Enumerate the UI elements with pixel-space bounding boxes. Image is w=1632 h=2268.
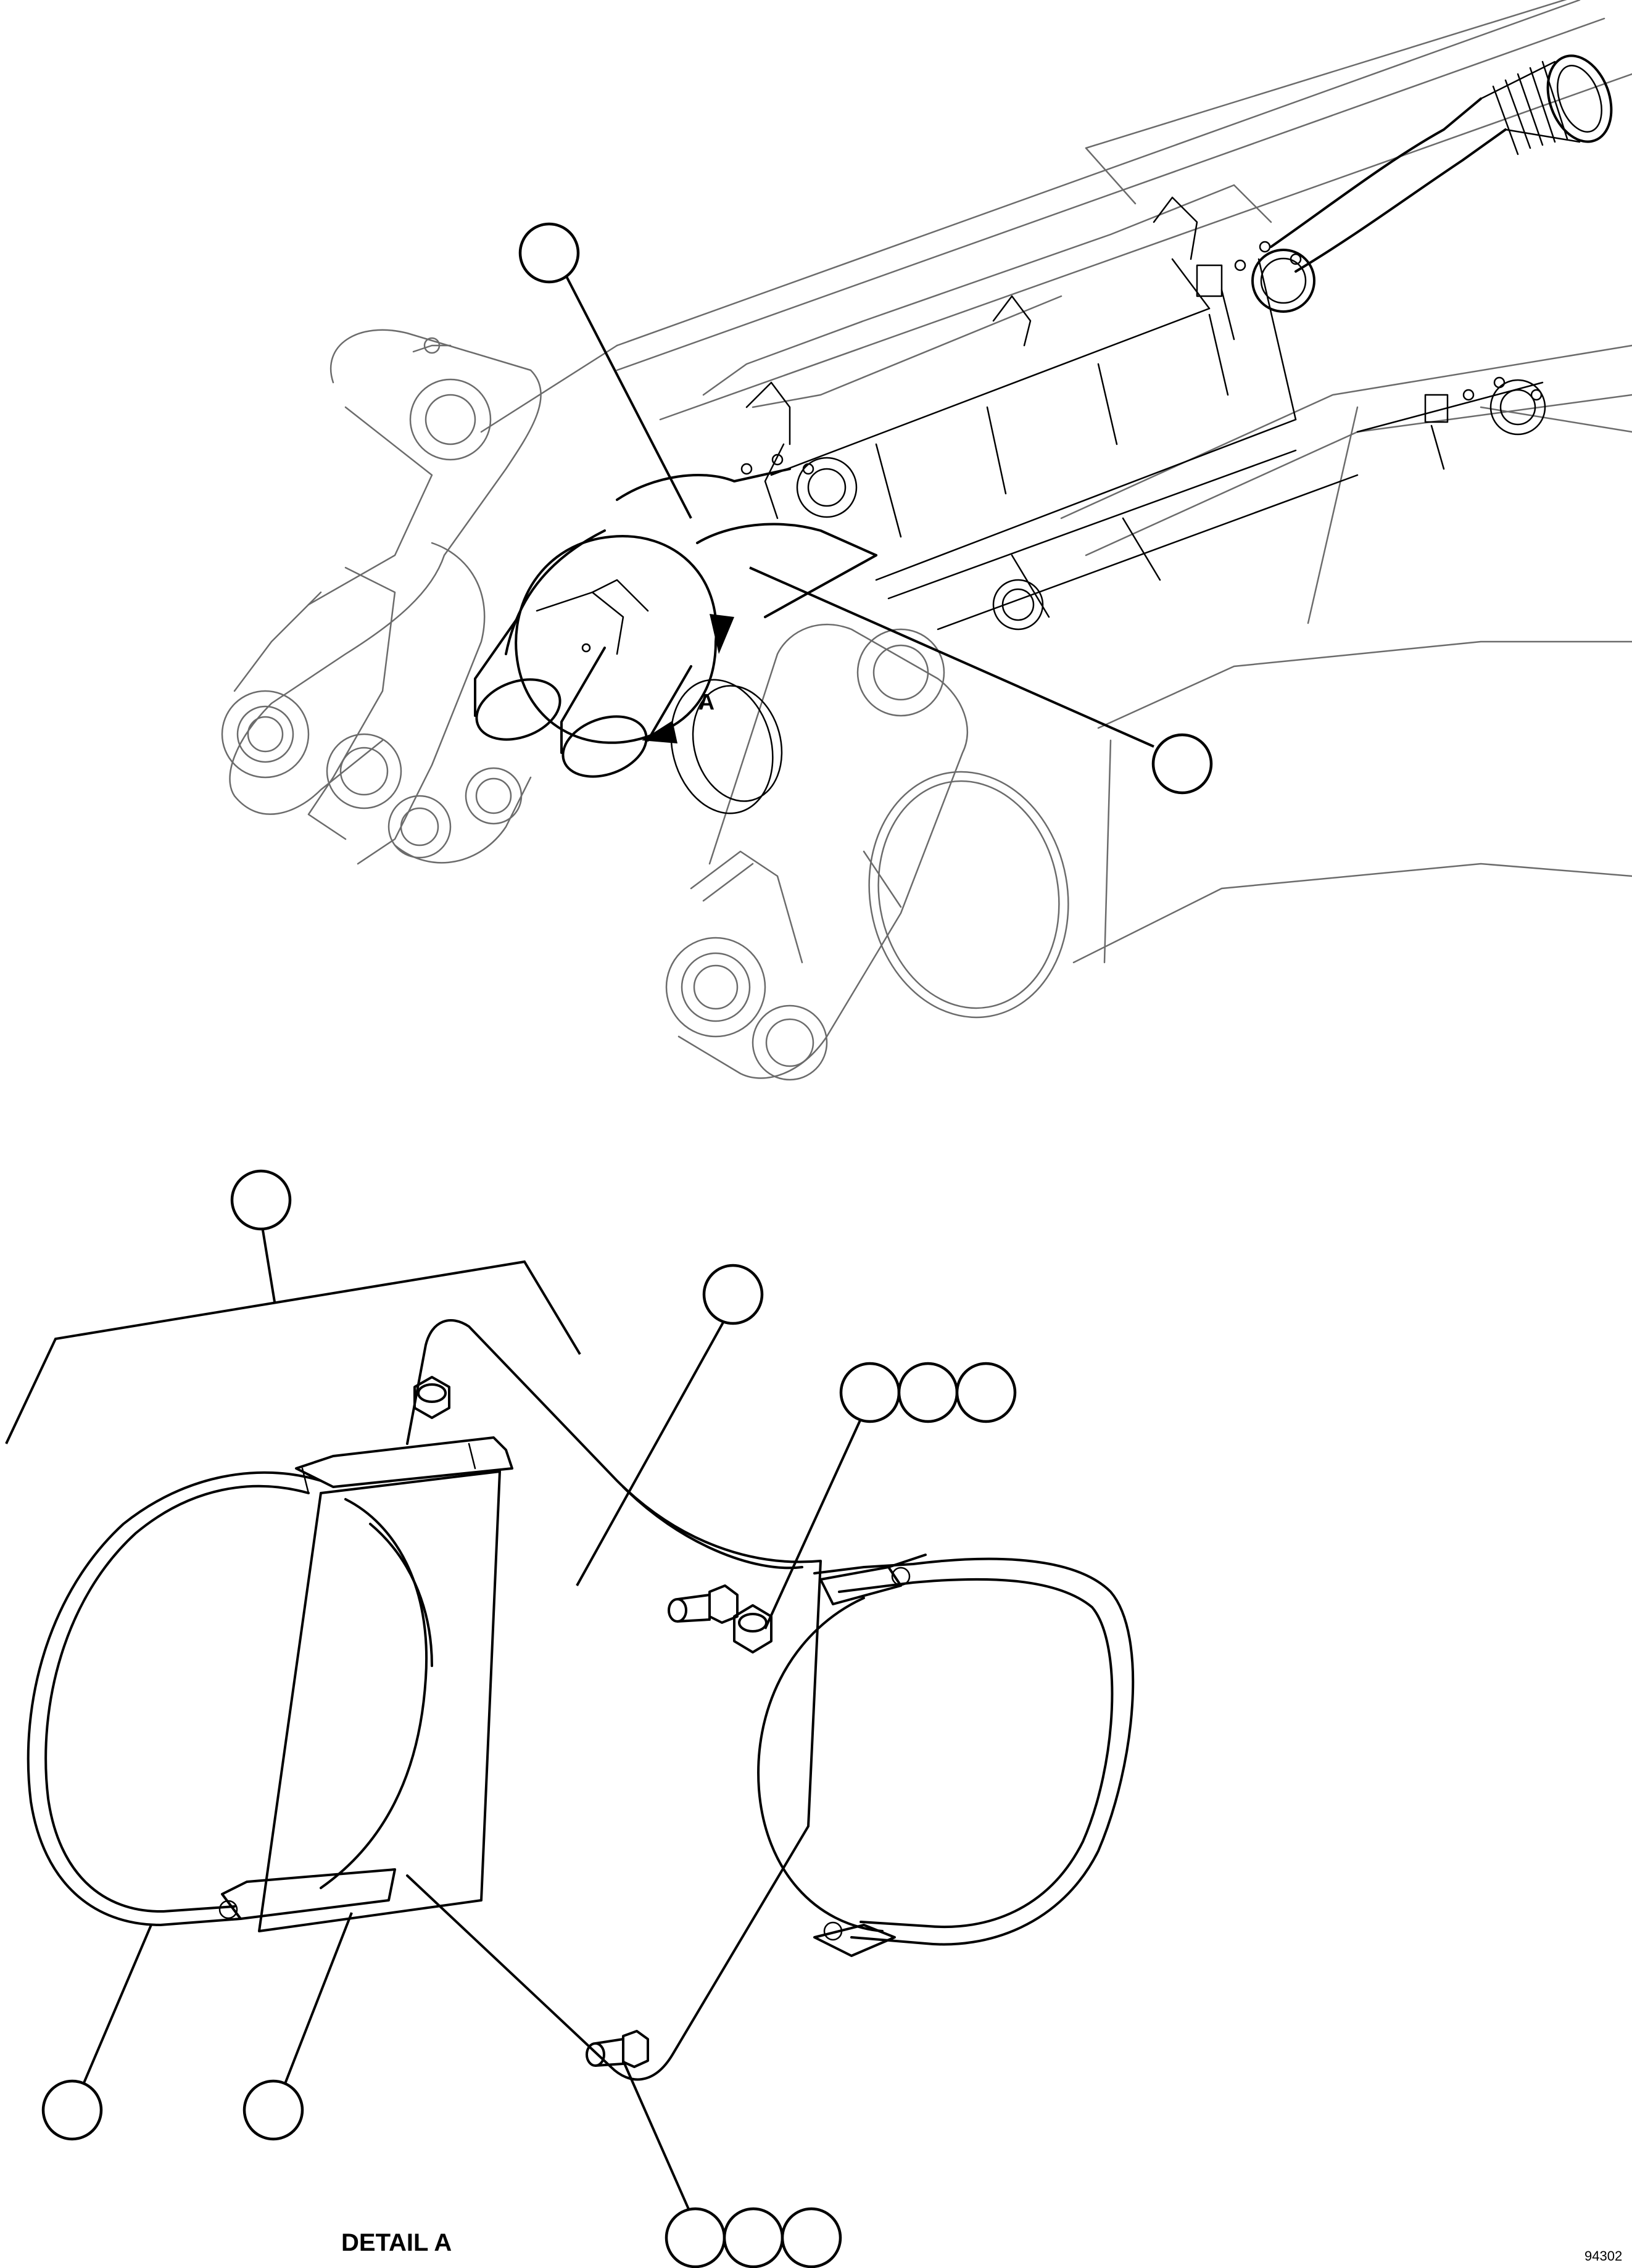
callout-detail-6a[interactable] <box>665 2207 726 2268</box>
detail-a-view: DETAIL A <box>5 1169 1135 2268</box>
left-lift-arm <box>221 329 542 865</box>
callout-detail-1[interactable] <box>230 1169 292 1231</box>
drawing-code: 94302 <box>1584 2248 1622 2264</box>
callout-detail-6b[interactable] <box>723 2207 784 2268</box>
callout-detail-3c[interactable] <box>955 1362 1017 1423</box>
mounting-plate <box>406 1319 822 2081</box>
detail-a-indicator: A <box>515 535 734 744</box>
upper-callouts <box>518 222 1213 795</box>
bolt-top-left <box>413 1376 450 1419</box>
detail-callouts <box>5 1169 1017 2268</box>
callout-detail-2[interactable] <box>702 1264 764 1325</box>
detail-view-label: DETAIL A <box>341 2229 452 2256</box>
left-band-clamp <box>27 1436 513 1932</box>
right-band-clamp <box>757 1554 1135 1957</box>
detail-reference-letter: A <box>698 689 715 714</box>
arrow-head-icon <box>710 614 734 654</box>
callout-detail-3b[interactable] <box>897 1362 959 1423</box>
frame-rails <box>480 0 1632 964</box>
arrow-head-icon <box>642 721 677 743</box>
callout-detail-3a[interactable] <box>839 1362 901 1423</box>
machine-frame-view: A <box>221 0 1632 1081</box>
callout-detail-5[interactable] <box>242 2079 304 2141</box>
right-lift-arm <box>665 624 1069 1081</box>
exhaust-aftertreatment-assembly <box>740 54 1613 631</box>
callout-upper-2[interactable] <box>1151 733 1213 795</box>
exhaust-elbow-pipes <box>474 468 877 814</box>
stud-bottom <box>586 2030 649 2068</box>
bolts <box>413 1376 773 2068</box>
callout-detail-6c[interactable] <box>781 2207 842 2268</box>
callout-upper-1[interactable] <box>518 222 580 284</box>
bolt-center-right <box>733 1604 773 1653</box>
stud-center <box>668 1584 739 1624</box>
callout-detail-4[interactable] <box>41 2079 103 2141</box>
